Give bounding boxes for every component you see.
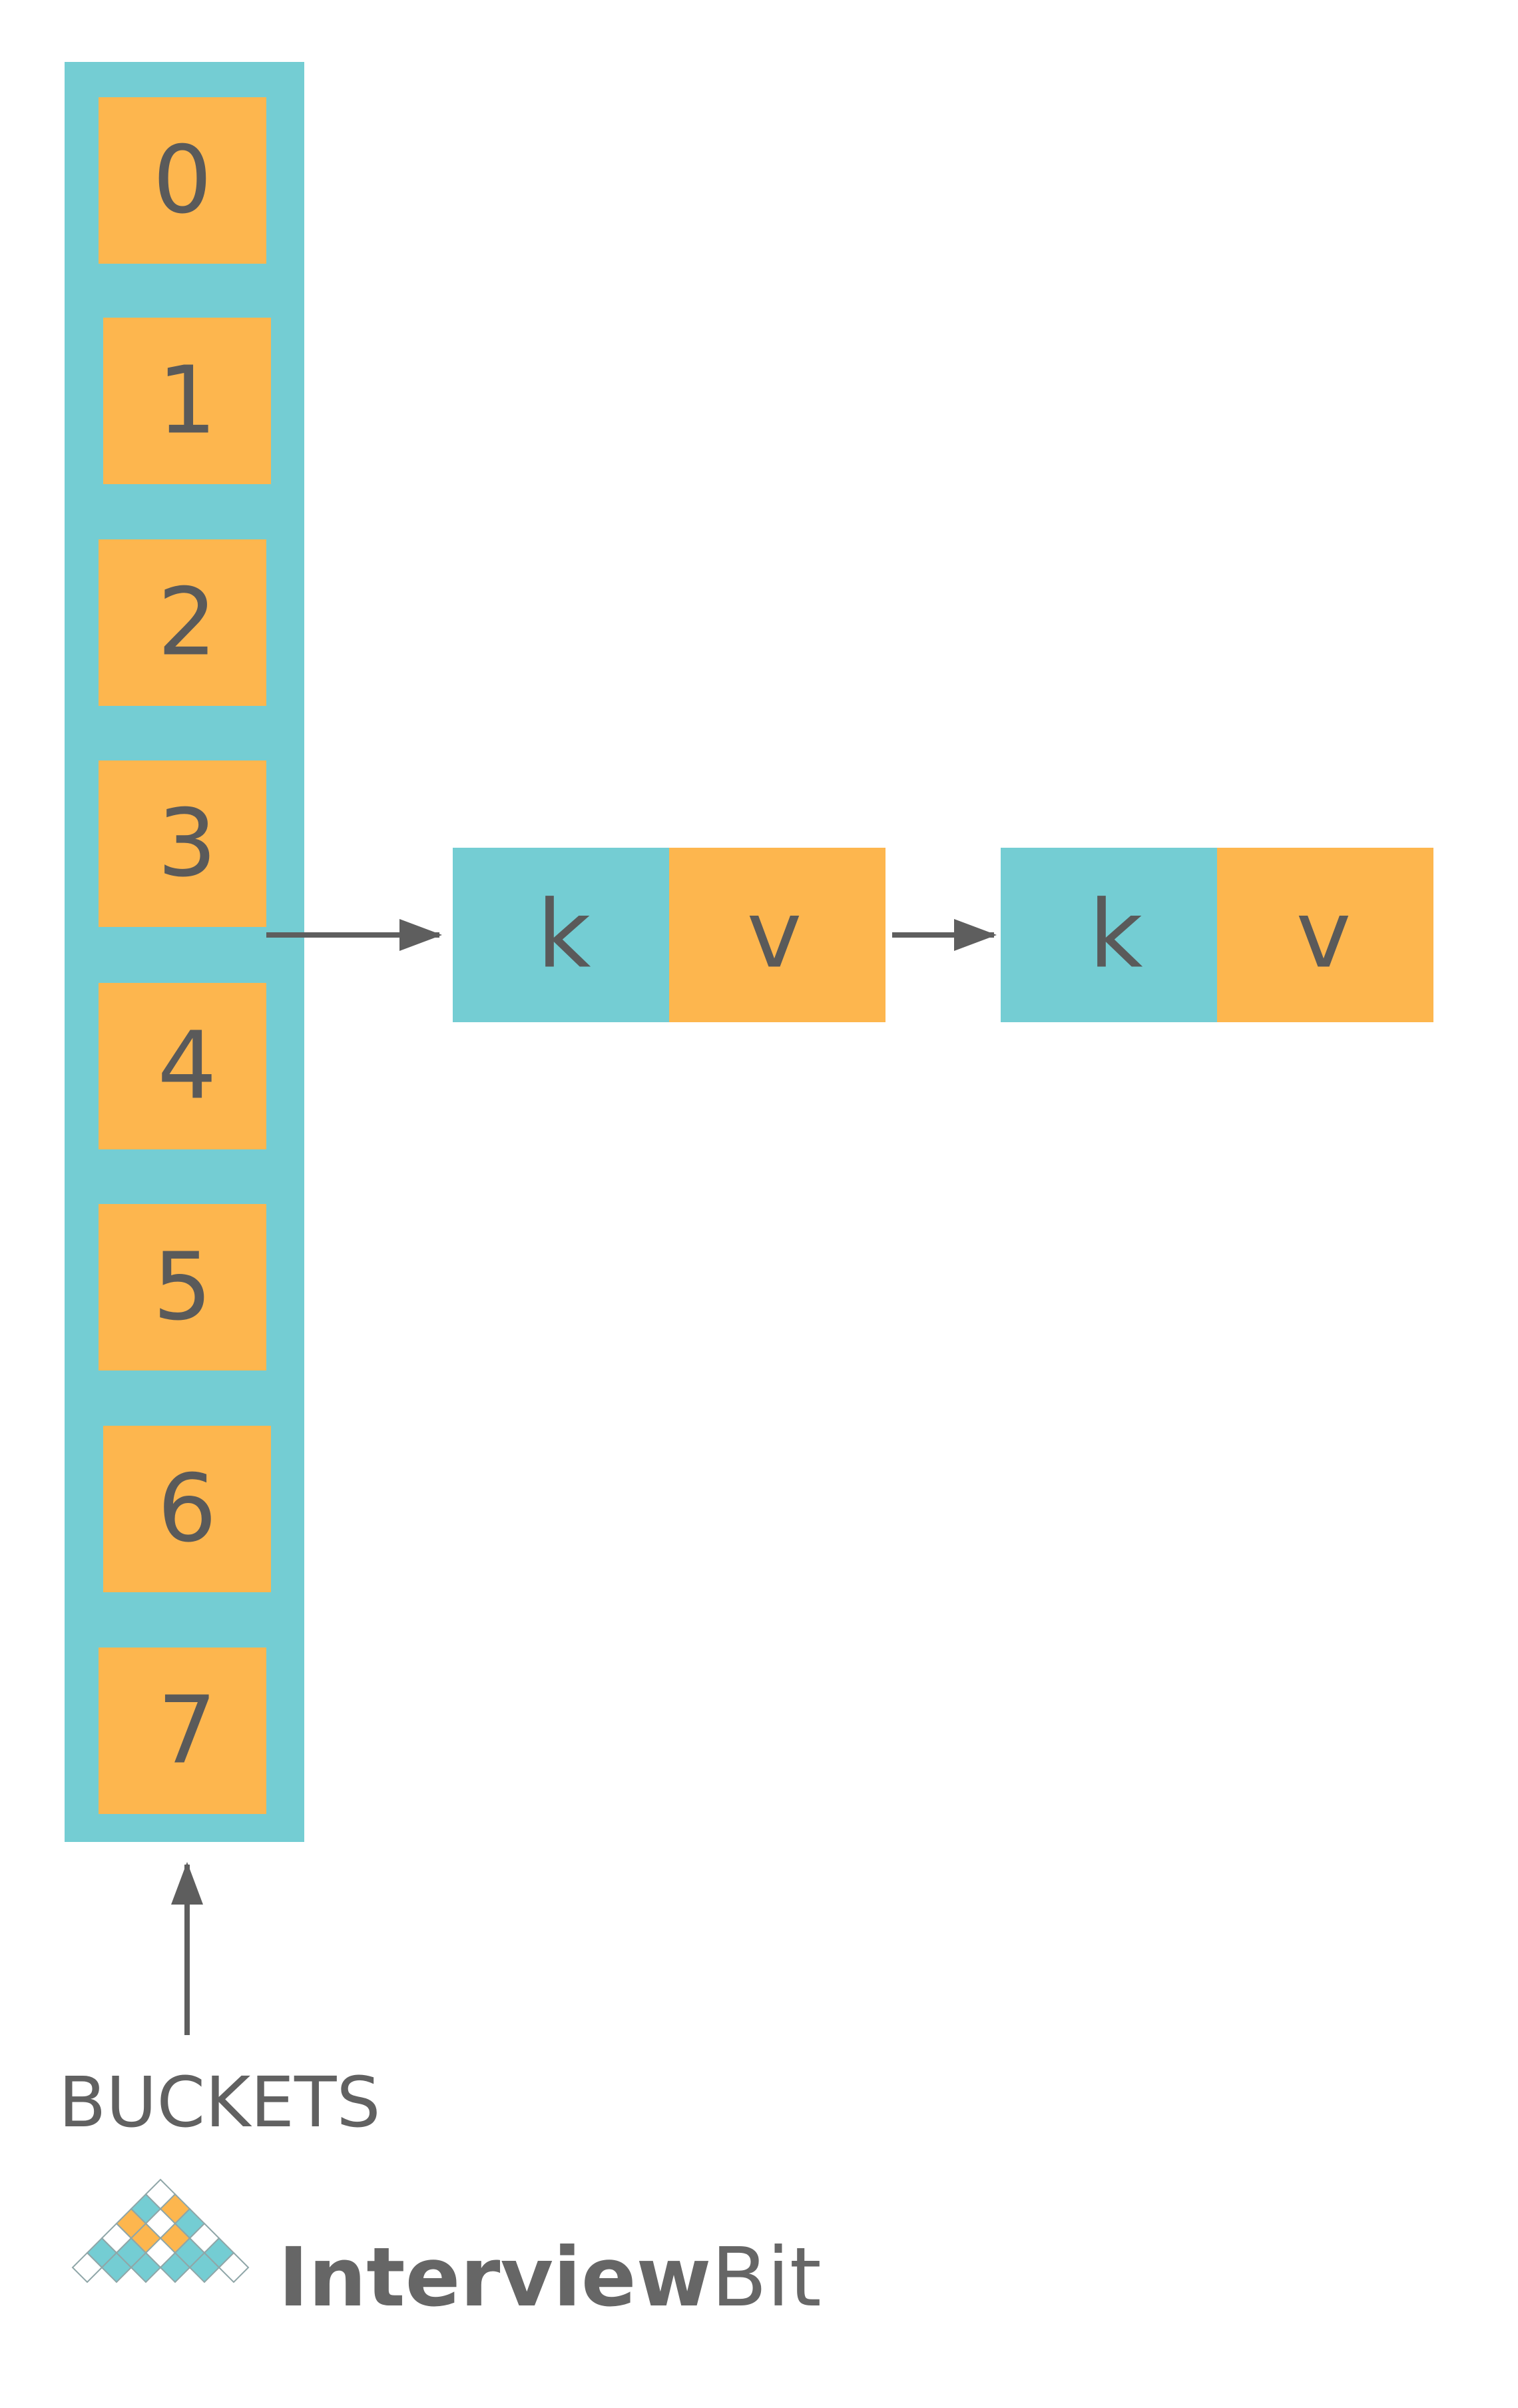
- bucket-7-box: [99, 1648, 266, 1814]
- bucket-4-label: 4: [157, 1012, 216, 1121]
- chain-node-1-key-box: [453, 848, 669, 1022]
- bucket-4-box: [99, 983, 266, 1149]
- bucket-6: 6: [103, 1426, 271, 1592]
- bucket-1: 1: [103, 318, 271, 484]
- chain-node-1-key: k: [537, 881, 591, 990]
- bucket-3: 3: [99, 760, 266, 927]
- chain-node-1-value-box: [669, 848, 886, 1022]
- bucket-0: 0: [99, 97, 266, 264]
- bucket-1-label: 1: [157, 347, 216, 455]
- chain-node-1: k v: [453, 848, 886, 1022]
- bucket-5-box: [99, 1204, 266, 1370]
- interviewbit-diamond-grid-icon: [71, 2178, 250, 2283]
- bucket-6-box: [103, 1426, 271, 1592]
- bucket-7-label: 7: [157, 1677, 216, 1785]
- logo-diamond-tile: [71, 2252, 103, 2283]
- bucket-3-box: [99, 760, 266, 927]
- chain-node-2-key: k: [1089, 881, 1142, 990]
- bucket-array: 0 1 2 3 4 5 6 7: [65, 62, 304, 1842]
- bucket-2: 2: [99, 539, 266, 706]
- bucket-4: 4: [99, 983, 266, 1149]
- logo-diamond-tile: [188, 2252, 220, 2283]
- bucket-0-label: 0: [152, 127, 212, 235]
- logo-diamond-tile: [159, 2252, 191, 2283]
- bucket-5-label: 5: [152, 1233, 212, 1342]
- wordmark-regular-part: Bit: [711, 2230, 821, 2325]
- chain-node-2-key-box: [1001, 848, 1217, 1022]
- bucket-3-label: 3: [157, 790, 216, 898]
- bucket-6-label: 6: [157, 1455, 216, 1564]
- bucket-2-label: 2: [157, 569, 216, 677]
- interviewbit-logo: InterviewBit: [71, 2178, 822, 2325]
- bucket-1-box: [103, 318, 271, 484]
- logo-diamond-tile: [130, 2252, 162, 2283]
- chain-node-2-value-box: [1217, 848, 1433, 1022]
- bucket-5: 5: [99, 1204, 266, 1370]
- wordmark-bold-part: Interview: [278, 2230, 711, 2325]
- chain-node-1-value: v: [747, 881, 802, 990]
- chain-node-2-value: v: [1296, 881, 1352, 990]
- bucket-0-box: [99, 97, 266, 264]
- bucket-7: 7: [99, 1648, 266, 1814]
- logo-diamond-tile: [218, 2252, 250, 2283]
- chain-node-2: k v: [1001, 848, 1433, 1022]
- bucket-2-box: [99, 539, 266, 706]
- logo-diamond-tile: [101, 2252, 132, 2283]
- interviewbit-wordmark: InterviewBit: [278, 2230, 822, 2325]
- buckets-caption: BUCKETS: [59, 2062, 381, 2143]
